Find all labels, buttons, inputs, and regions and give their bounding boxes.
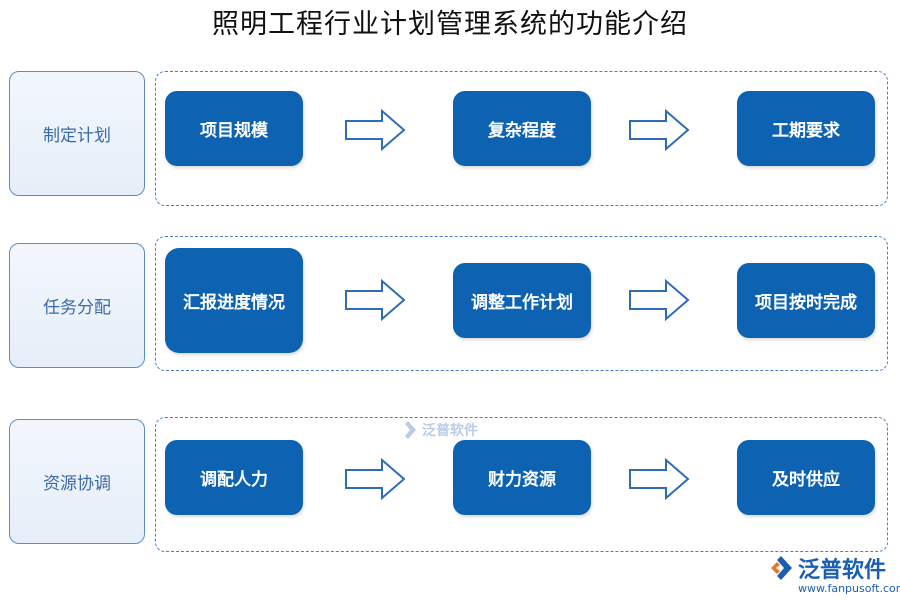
right-arrow-icon [629,279,690,321]
center-watermark: 泛普软件 [398,420,478,440]
step-report-progress: 汇报进度情况 [165,248,303,353]
right-arrow-icon [629,109,690,151]
corner-watermark: 泛普软件 www.fanpusoft.com [768,552,900,595]
step-duration: 工期要求 [737,91,875,166]
step-adjust-plan: 调整工作计划 [453,263,591,338]
step-on-time: 项目按时完成 [737,263,875,338]
right-arrow-icon [345,458,406,500]
step-complexity: 复杂程度 [453,91,591,166]
corner-watermark-brand: 泛普软件 [798,558,887,583]
brand-logo-icon [771,556,792,580]
page-title: 照明工程行业计划管理系统的功能介绍 [212,9,688,40]
right-arrow-icon [345,109,406,151]
right-arrow-icon [629,458,690,500]
step-supply: 及时供应 [737,440,875,515]
step-project-scale: 项目规模 [165,91,303,166]
row-frame-assign [155,236,888,371]
row-label-plan: 制定计划 [9,71,145,196]
row-label-resource: 资源协调 [9,419,145,544]
brand-logo-icon [405,421,416,439]
corner-watermark-url: www.fanpusoft.com [798,582,900,595]
row-frame-plan [155,71,888,206]
center-watermark-text: 泛普软件 [422,423,478,439]
row-label-assign: 任务分配 [9,243,145,368]
step-finance: 财力资源 [453,440,591,515]
right-arrow-icon [345,279,406,321]
step-manpower: 调配人力 [165,440,303,515]
row-frame-resource [155,417,888,552]
